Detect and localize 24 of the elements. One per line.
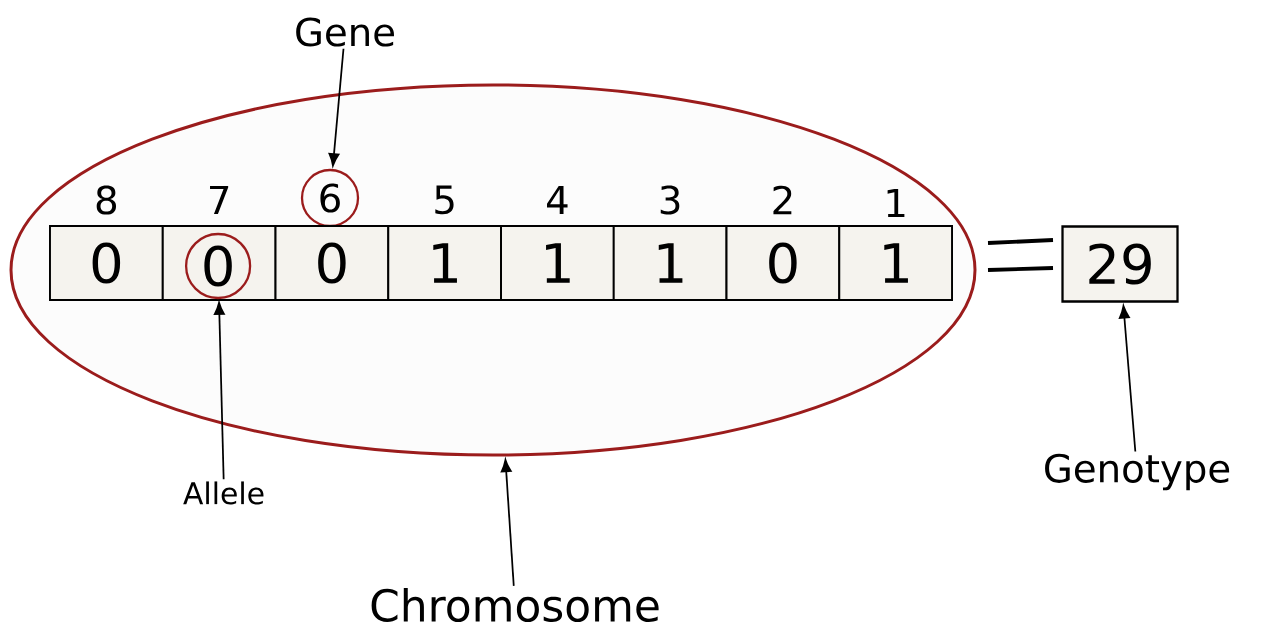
gene-cell: 1 xyxy=(387,225,502,301)
callout-label: Chromosome xyxy=(371,588,659,622)
gene-cell: 1 xyxy=(500,225,615,301)
position-number: 3 xyxy=(660,185,680,215)
position-number: 8 xyxy=(96,185,116,215)
gene-cell: 0 xyxy=(274,225,390,301)
position-number: 1 xyxy=(887,188,905,218)
position-number: 5 xyxy=(435,185,454,215)
gene-cell: 0 xyxy=(49,225,164,301)
gene-cell: 1 xyxy=(612,225,728,301)
gene-cell xyxy=(161,225,277,301)
callout-label: Genotype xyxy=(1045,453,1230,491)
position-number: 7 xyxy=(210,185,229,215)
position-number: 2 xyxy=(773,185,792,215)
arrow xyxy=(328,47,345,167)
genotype-box: 29 xyxy=(1061,225,1179,303)
position-number: 4 xyxy=(547,185,568,215)
callout-label: Allele xyxy=(183,481,264,505)
gene-cell: 0 xyxy=(725,225,841,301)
arrow xyxy=(213,301,225,481)
arrow xyxy=(500,459,515,587)
gene-cell: 1 xyxy=(838,225,953,301)
arrow xyxy=(1118,305,1137,453)
callout-label: Gene xyxy=(296,17,394,47)
